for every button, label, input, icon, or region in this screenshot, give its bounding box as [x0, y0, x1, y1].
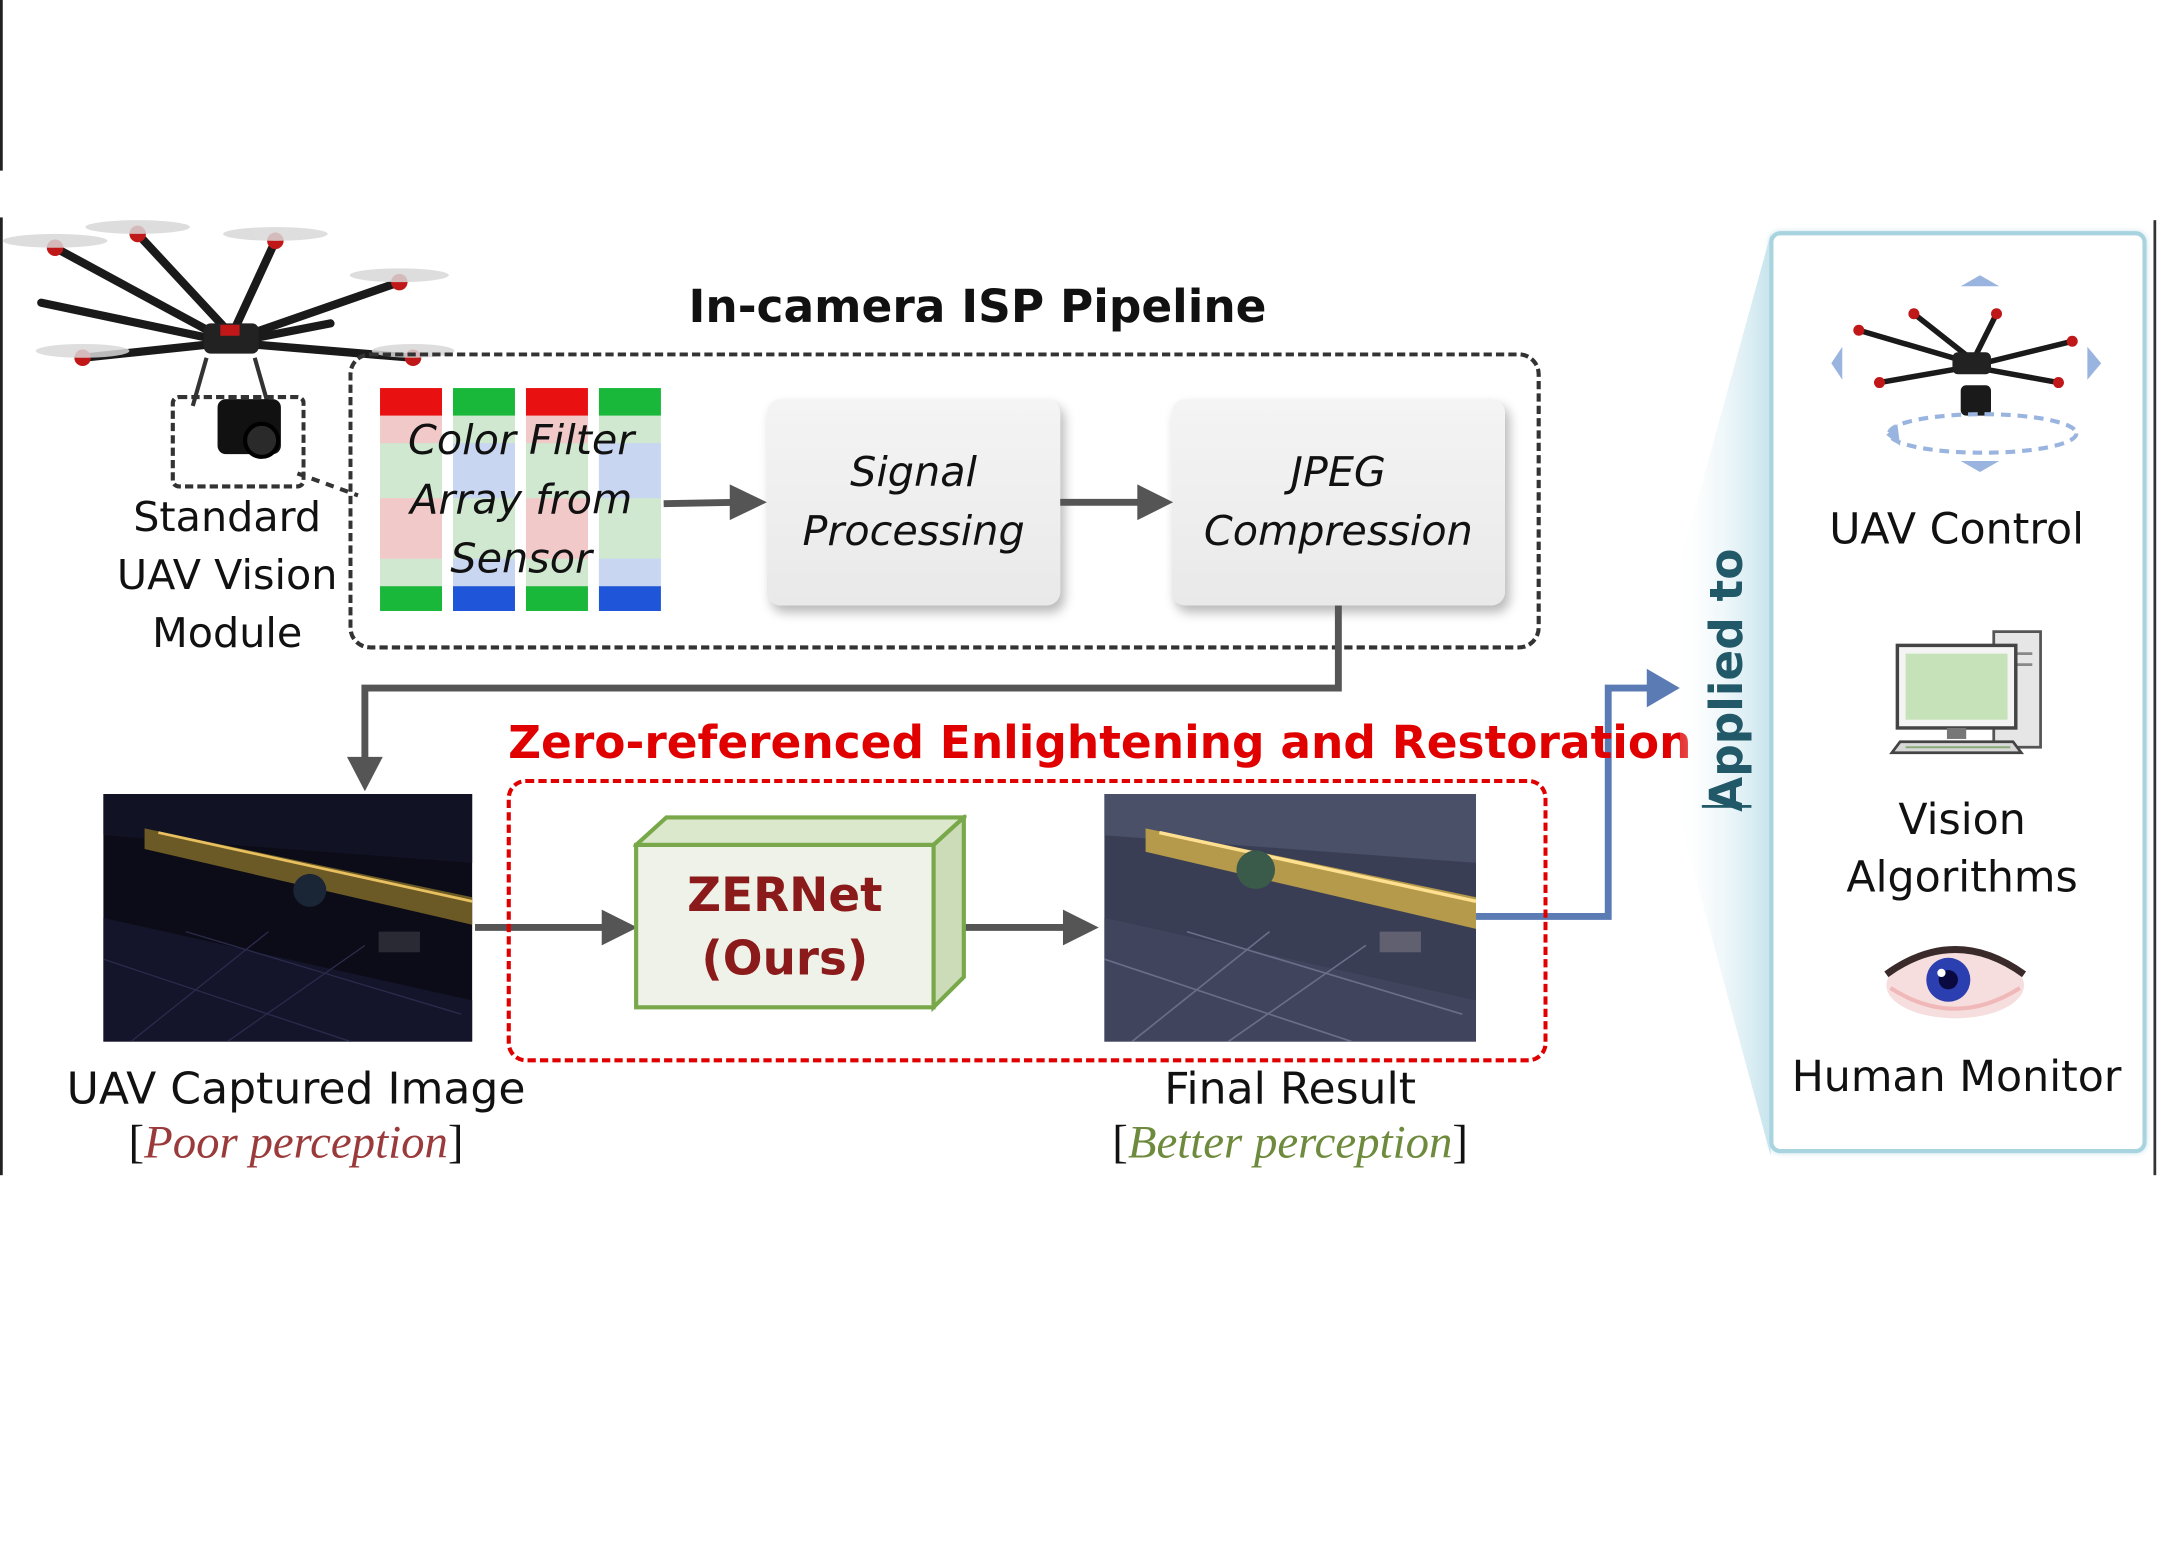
captured-label: UAV Captured Image [66, 1062, 526, 1115]
camera-highlight-box [170, 394, 306, 489]
captured-note: [Poor perception] [55, 1115, 537, 1173]
applied-fan [1679, 233, 1771, 1156]
captured-image [103, 794, 473, 1042]
result-image [1104, 794, 1477, 1042]
applied-underline [1701, 805, 1752, 808]
camera-connector [296, 471, 359, 498]
applied-item-vision-algorithms: Vision Algorithms [1846, 795, 2078, 903]
eye-icon [1884, 946, 2027, 1019]
cfa-grid: Color Filter Array from Sensor [380, 388, 662, 611]
cfa-grid-graphic [380, 388, 661, 611]
isp-pipeline-box [348, 352, 1541, 650]
zernet-cube [633, 814, 967, 1013]
isp-title: In-camera ISP Pipeline [688, 279, 1267, 334]
right-border [2153, 220, 2157, 1176]
zernet-label: ZERNet (Ours) [687, 868, 883, 987]
uav-control-icon [1831, 275, 2102, 473]
zer-title: Zero-referenced Enlightening and Restora… [508, 715, 1692, 770]
applied-item-uav-control: UAV Control [1829, 505, 2084, 555]
captured-note-close: ] [447, 1117, 464, 1169]
captured-note-open: [ [128, 1117, 145, 1169]
drone-icon [2, 220, 455, 459]
result-note-close: ] [1452, 1117, 1469, 1169]
result-note-text: Better perception [1127, 1117, 1453, 1169]
result-note: [Better perception] [1084, 1115, 1497, 1173]
computer-icon [1889, 630, 2042, 755]
cfa-label: Color Filter Array from Sensor [408, 416, 635, 584]
applied-item-human-monitor: Human Monitor [1791, 1052, 2122, 1103]
result-label: Final Result [1164, 1062, 1416, 1115]
module-label: Standard UAV Vision Module [116, 494, 338, 658]
zer-box [506, 778, 1548, 1063]
left-border-top [0, 0, 3, 171]
left-border-bottom [0, 217, 3, 1176]
result-note-open: [ [1112, 1117, 1128, 1169]
applied-label: Applied to [1699, 548, 1753, 812]
captured-note-text: Poor perception [144, 1117, 448, 1169]
